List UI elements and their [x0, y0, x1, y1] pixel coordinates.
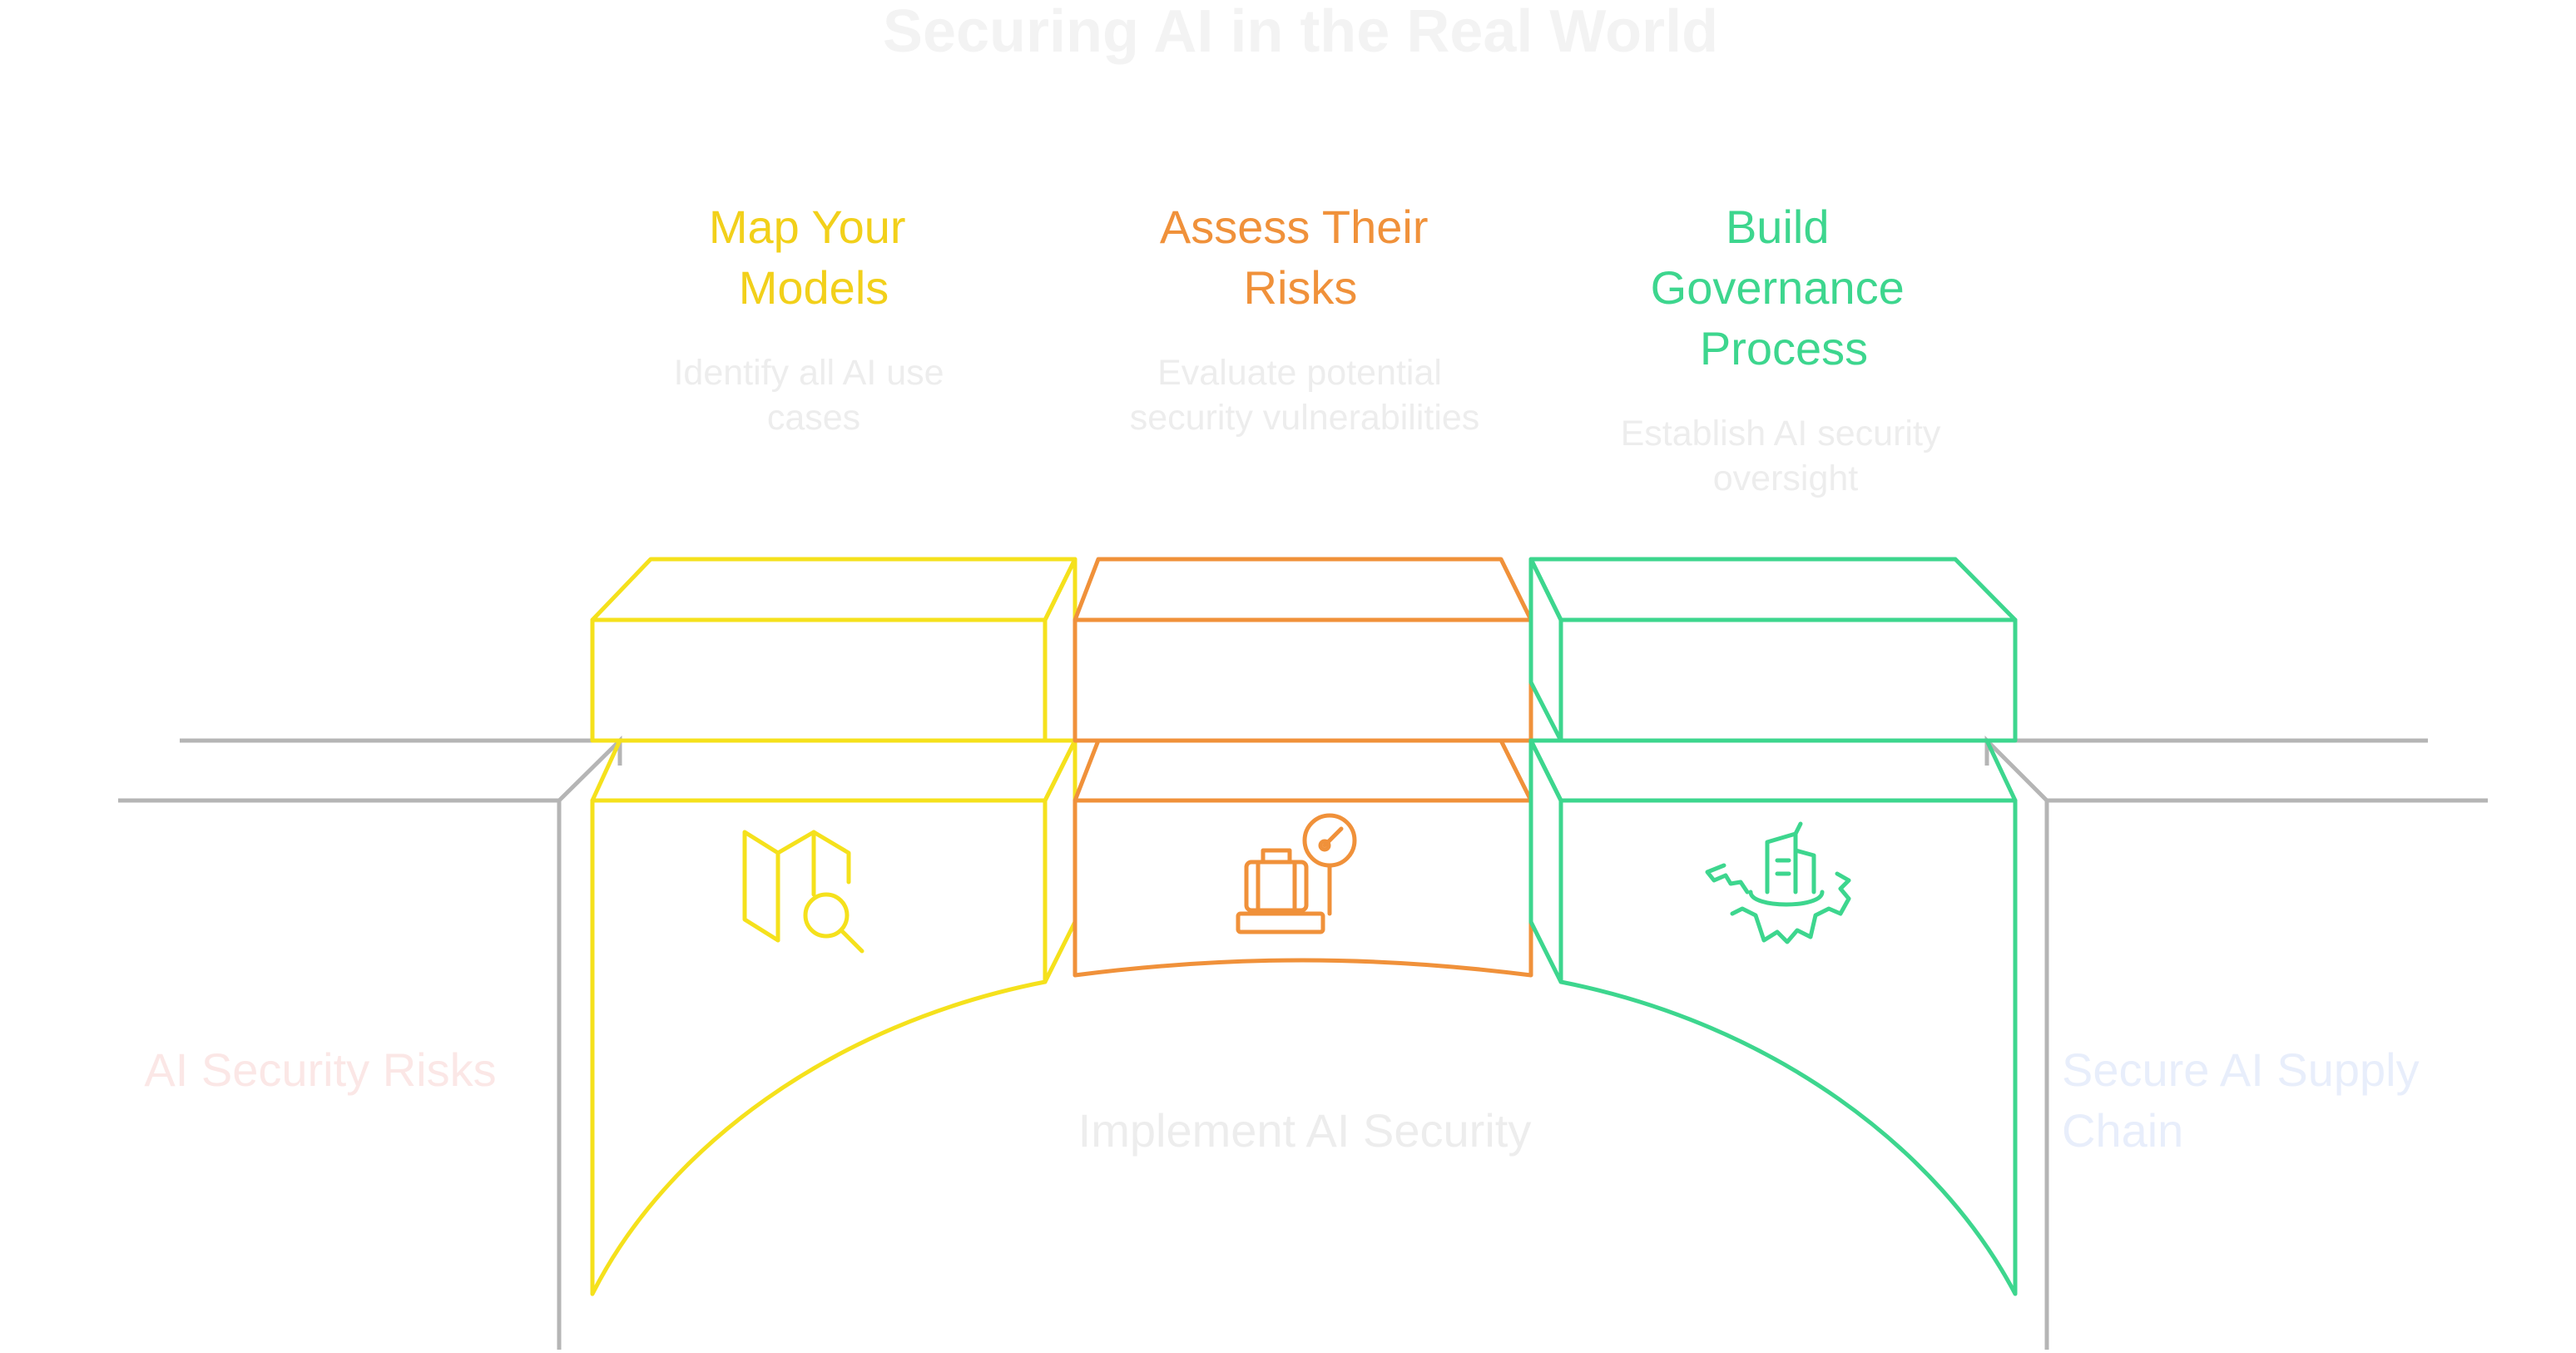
deck-top-face [590, 557, 1077, 622]
right-cliff [1984, 735, 2049, 1350]
gear-building-icon [1705, 821, 1851, 944]
step-description-build-governance: Establish AI security oversight [1621, 414, 1951, 498]
step-description-map-models: Identify all AI use cases [673, 353, 954, 438]
deck-top-face [1528, 557, 2018, 622]
bridge-segment-build-governance [1528, 557, 2018, 1296]
pier-top-face [1528, 738, 2018, 803]
arch-front-face [1558, 798, 2018, 1296]
center-label-implement-ai-security: Implement AI Security [1078, 1104, 1532, 1157]
luggage-scale-icon [1236, 813, 1357, 934]
deck-front-face [590, 617, 1048, 743]
arch-side-face [1043, 738, 1077, 984]
map-search-icon [742, 830, 864, 954]
arch-front-face [1073, 798, 1533, 978]
bridge-segment-map-models [590, 557, 1077, 1296]
deck-side-face [1528, 557, 1563, 743]
step-description-assess-risks: Evaluate potential security vulnerabilit… [1130, 353, 1480, 438]
deck-top-face [1073, 557, 1533, 622]
pier-top-face [1073, 738, 1533, 803]
arch-side-face [1528, 738, 1563, 984]
pier-top-face [590, 738, 1077, 803]
step-title-build-governance: Build Governance Process [1651, 201, 1918, 374]
step-title-map-models: Map Your Models [709, 201, 919, 314]
left-cliff [557, 736, 622, 1350]
step-title-assess-risks: Assess Their Risks [1160, 201, 1441, 314]
deck-front-face [1073, 617, 1533, 743]
ground-lines [118, 735, 2488, 1350]
deck-side-face [1043, 557, 1077, 743]
arch-front-face [590, 798, 1048, 1296]
left-label-ai-security-risks: AI Security Risks [144, 1043, 496, 1096]
right-label-secure-supply-chain: Secure AI Supply Chain [2062, 1043, 2432, 1157]
diagram-title: Securing AI in the Real World [883, 0, 1718, 65]
deck-front-face [1558, 617, 2018, 743]
